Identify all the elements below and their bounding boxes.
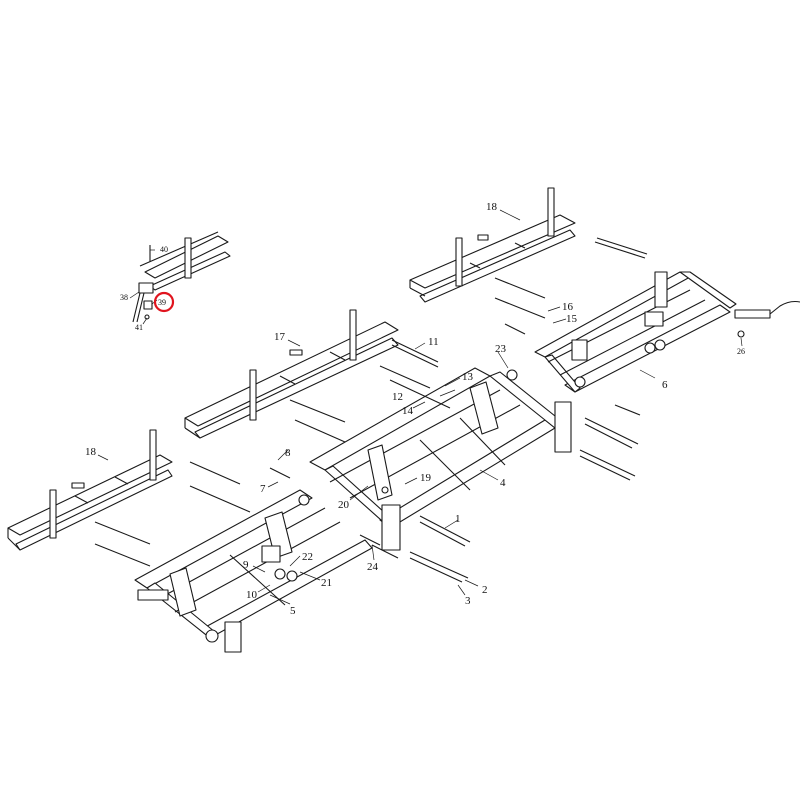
frame-6 [534,271,800,393]
callout-5: 5 [290,605,296,617]
highlight-circle-39 [153,291,175,313]
frame-17 [184,309,399,439]
callout-12: 12 [392,391,403,403]
callout-17: 17 [274,331,286,343]
callout-22: 22 [302,551,313,563]
loose-pins [94,237,648,583]
callout-2: 2 [482,584,488,596]
callout-11: 11 [428,336,439,348]
callout-23: 23 [495,343,507,355]
callout-21: 21 [321,577,332,589]
callout-39: 39 [158,298,166,307]
callout-26: 26 [737,347,745,356]
frame-18-left [7,429,173,551]
callout-16: 16 [562,301,574,313]
callout-4: 4 [500,477,506,489]
callout-labels: 1 2 3 4 5 6 7 8 9 10 11 12 13 14 15 16 1… [85,201,745,617]
callout-40: 40 [160,245,168,254]
callout-18-left: 18 [85,446,97,458]
callout-13: 13 [462,371,474,383]
frame-5 [134,489,373,653]
callout-14: 14 [402,405,414,417]
frame-18-top [409,187,576,303]
callout-8: 8 [285,447,291,459]
callout-9: 9 [243,559,249,571]
callout-41: 41 [135,323,143,332]
callout-10: 10 [246,589,258,601]
callout-15: 15 [566,313,578,325]
callout-20: 20 [338,499,350,511]
callout-7: 7 [260,483,266,495]
callout-6: 6 [662,379,668,391]
frame-4 [309,367,572,551]
callout-38: 38 [120,293,128,302]
callout-3: 3 [465,595,471,607]
callout-18-top: 18 [486,201,498,213]
callout-24: 24 [367,561,379,573]
leader-lines [97,209,743,605]
callout-19: 19 [420,472,432,484]
callout-1: 1 [455,513,461,525]
bracket-assembly-38-41 [132,231,231,323]
